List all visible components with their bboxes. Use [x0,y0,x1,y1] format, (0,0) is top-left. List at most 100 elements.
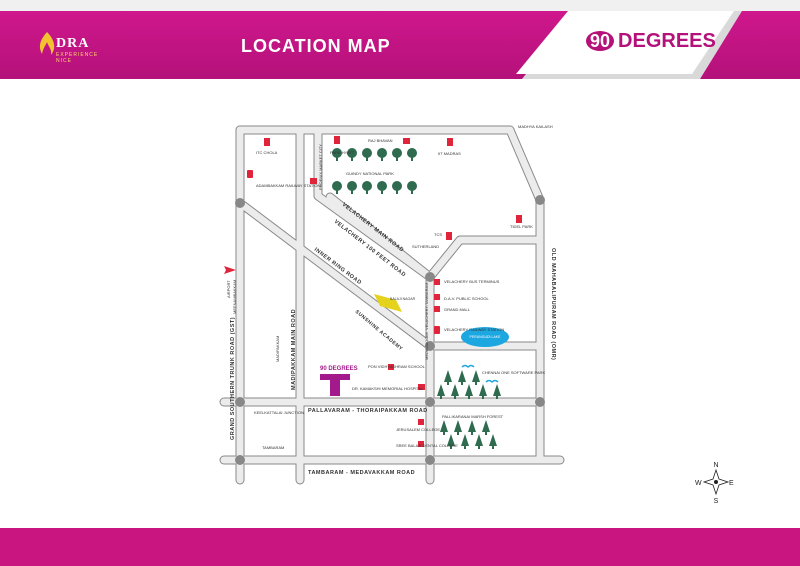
label-guindy: GUINDY NATIONAL PARK [346,171,394,176]
tree-icon [472,370,480,385]
label-jerusalem: JERUSALEM COLLEGE [396,427,440,432]
label-park-hyatt: PARK HYATT [330,150,355,155]
junction-dot [535,397,545,407]
brand-panel-shape [516,11,742,79]
junctions [235,195,545,465]
park-hyatt-icon [334,136,340,144]
project-building-icon [320,374,350,396]
logo-text: DRA [56,36,90,51]
label-grand-mall: GRAND MALL [444,307,471,312]
compass-north: N [713,462,718,469]
tree-icon [347,181,357,194]
label-itc-chola: ITC CHOLA [256,150,278,155]
junction-dot [425,397,435,407]
tree-icon [444,370,452,385]
guindy-forest [332,148,417,194]
page-title: LOCATION MAP [241,36,391,56]
header-top-stripe [0,0,800,11]
tree-icon [362,181,372,194]
compass-rose: N S E W [695,462,734,505]
iit-madras-icon [447,138,453,146]
tree-icon [451,384,459,399]
tcs-icon [446,232,452,240]
road-label-madipakkam-main: MADIPAKKAM MAIN ROAD [291,309,297,390]
label-phoenix: PHOENIX MARKET CITY [318,144,323,190]
junction-dot [235,198,245,208]
dra-logo: DRA EXPERIENCE NICE [36,30,99,70]
flame-icon [39,32,55,55]
compass-east: E [729,480,734,487]
junction-dot [535,195,545,205]
phoenix-cart-icon [310,178,317,184]
airport-plane-icon [224,266,236,274]
tree-icon [407,181,417,194]
project-logo-text: 90 DEGREES [320,366,358,372]
tree-icon [332,148,342,161]
road-label-velachery-main: VELACHERY MAIN ROAD [341,202,405,254]
label-tidel: TIDEL PARK [510,224,533,229]
tidel-park-icon [516,215,522,223]
label-pallikaranai: PALLIKARANAI MARSH FOREST [442,414,504,419]
tree-icon [347,148,357,161]
tree-icon [392,148,402,161]
grand-mall-icon [434,306,440,312]
label-pon: PON VIDHYASHRAM SCHOOL [368,364,426,369]
tree-icon [377,148,387,161]
bus-terminus-icon [434,279,440,285]
brand-word: DEGREES [618,30,716,52]
tree-icon [392,181,402,194]
compass-star-icon [702,468,730,496]
kamakshi-hospital-icon [418,384,425,390]
label-airport: AIRPORT [226,280,231,298]
road-label-pallavaram: PALLAVARAM - THORAIPAKKAM ROAD [308,408,428,414]
junction-dot [425,272,435,282]
tree-icon [461,434,469,449]
label-madhya-kailash: MADHYA KAILASH [518,124,553,129]
tree-icon [479,384,487,399]
road-network [219,125,565,485]
label-keelkattalai: KEELKATTALAI JUNCTION [254,410,304,415]
compass-west: W [695,480,702,487]
dav-school-icon [434,294,440,300]
road-label-medavakkam: MEDAVAKKAM [424,332,429,360]
pon-school-icon [388,364,394,370]
project-road-label: BALAJI NAGAR [390,297,416,301]
logo-subtext: EXPERIENCE NICE [56,52,99,64]
itc-chola-icon [264,138,270,146]
junction-dot [235,455,245,465]
label-tcs: TCS [434,232,442,237]
project-location-marker [374,294,402,312]
railway-station-icon [434,326,440,334]
pallikaranai-forest [437,370,501,449]
tree-icon [482,420,490,435]
bird-icon [485,379,499,383]
balaji-college-icon [418,441,424,447]
label-chennai-one: CHENNAI ONE SOFTWARE PARK [482,370,545,375]
tree-icon [468,420,476,435]
label-tambaram: TAMBARAM [262,445,284,450]
tree-icon [475,434,483,449]
tree-icon [447,434,455,449]
raj-bhavan-icon [403,138,410,144]
tree-icon [465,384,473,399]
label-meenambakkam: MEENAMBAKKAM [232,280,237,314]
label-kamakshi: DR. KAMAKSHI MEMORIAL HOSPITAL [352,386,424,391]
tree-icon [454,420,462,435]
tree-icon [407,148,417,161]
label-balaji: SREE BALAJI DENTAL COLLEGE [396,443,458,448]
bird-icon [461,364,475,368]
lake-label: PERUNGUDI LAKE [470,335,502,339]
label-iit-madras: IIT MADRAS [438,151,461,156]
junction-dot [235,397,245,407]
label-adambakkam: ADAMBAKKAM RAILWAY STATION [256,183,320,188]
road-label-omr: OLD MAHABALIPURAM ROAD (OMR) [550,248,556,360]
footer-bar [0,528,800,566]
tree-icon [362,148,372,161]
road-label-velachery-tambaram: VELACHERY-TAMBARAM [424,283,429,331]
tree-icon [440,420,448,435]
tree-icon [493,384,501,399]
